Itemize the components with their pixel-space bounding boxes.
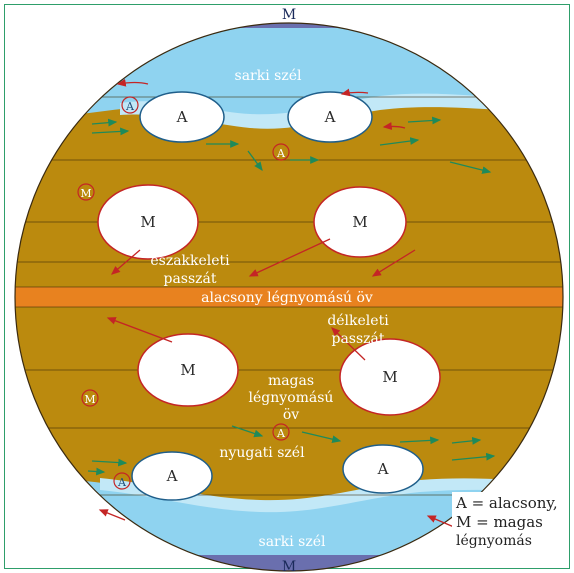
legend-line-1: A = alacsony, (456, 494, 558, 512)
marker-letter-3: M (80, 187, 91, 200)
low-cell-sw-label: A (166, 467, 178, 485)
legend-line-3: légnyomás (456, 533, 532, 549)
westerlies-label: nyugati szél (219, 445, 305, 461)
small-markers (77, 96, 290, 490)
red-wind-arrows (98, 78, 455, 528)
se-trade-label-2: passzát (331, 331, 384, 347)
se-trade-label-1: délkeleti (327, 313, 389, 329)
marker-letter-1: A (125, 100, 135, 113)
high-cell-se (339, 338, 441, 416)
low-cell-sw (131, 451, 213, 501)
legend-line-2: M = magas (456, 513, 543, 531)
high-cell-sw-label: M (180, 361, 195, 379)
high-cell-ne-label: M (352, 213, 367, 231)
high-belt-label-3: öv (283, 407, 299, 423)
pole-top-label: M (282, 7, 296, 23)
low-cell-nw-label: A (176, 108, 188, 126)
ne-trade-label-2: passzát (163, 271, 216, 287)
globe-outline (14, 22, 564, 572)
polar-wind-north-label: sarki szél (235, 68, 302, 84)
low-cell-nw (139, 91, 225, 143)
marker-letter-4: M (84, 393, 95, 406)
high-cell-se-label: M (382, 368, 397, 386)
ne-trade-label-1: északkeleti (150, 253, 230, 269)
high-cell-nw-label: M (140, 213, 155, 231)
north-pole-cap (150, 23, 430, 28)
legend: A = alacsony, M = magas légnyomás (452, 492, 562, 553)
low-pressure-cells (131, 91, 424, 501)
pole-bottom-label: M (282, 559, 296, 573)
marker-letter-6: A (117, 476, 127, 489)
low-cell-se (342, 444, 424, 494)
low-belt-label: alacsony légnyomású öv (201, 290, 373, 306)
low-cell-ne (287, 91, 373, 143)
marker-letter-2: A (276, 147, 286, 160)
polar-wind-south-label: sarki szél (259, 534, 326, 550)
high-cell-nw (97, 184, 199, 260)
high-cell-sw (137, 333, 239, 407)
low-cell-se-label: A (377, 460, 389, 478)
green-wind-arrows (87, 116, 496, 476)
low-cell-ne-label: A (324, 108, 336, 126)
high-cell-ne (313, 186, 407, 258)
equator-belt (15, 287, 563, 307)
marker-letter-5: A (276, 427, 286, 440)
high-belt-label-2: légnyomású (249, 390, 334, 406)
high-belt-label-1: magas (268, 373, 314, 389)
high-pressure-cells (97, 184, 441, 416)
